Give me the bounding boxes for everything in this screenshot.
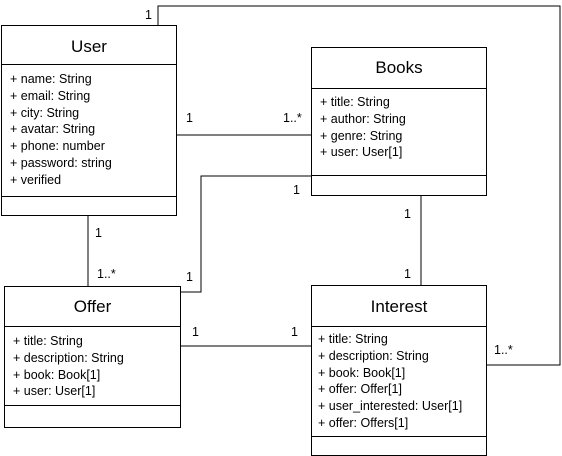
attribute: + description: String	[318, 348, 429, 363]
attribute: + title: String	[318, 332, 388, 346]
class-books-title-divider	[312, 88, 486, 89]
attribute: + avatar: String	[10, 122, 96, 137]
class-offer-attributes: + title: String + description: String + …	[13, 333, 124, 400]
class-user-title: User	[71, 37, 107, 56]
attribute: + book: Book[1]	[13, 367, 101, 382]
attribute: + description: String	[13, 350, 124, 365]
class-books-title: Books	[375, 58, 423, 77]
attribute: + phone: number	[10, 139, 105, 154]
class-offer[interactable]: Offer + title: String + description: Str…	[4, 286, 181, 428]
attribute: + genre: String	[320, 128, 403, 143]
attribute: + book: Book[1]	[318, 365, 406, 380]
attribute: + offer: Offer[1]	[318, 382, 402, 397]
class-user-attributes: + name: String + email: String + city: S…	[10, 71, 112, 189]
attribute: + user: User[1]	[320, 145, 403, 160]
attribute: + author: String	[320, 111, 406, 126]
class-interest[interactable]: Interest + title: String + description: …	[311, 285, 487, 456]
books-offer-association	[180, 175, 311, 293]
class-books-methods-divider	[312, 175, 486, 176]
multiplicity-offer-interest-right: 1	[291, 325, 298, 339]
class-user-title-divider	[2, 64, 176, 65]
class-offer-title-divider	[5, 326, 180, 327]
class-user[interactable]: User + name: String + email: String + ci…	[1, 25, 177, 216]
multiplicity-user-offer-top: 1	[95, 226, 102, 240]
attribute: + offer: Offers[1]	[318, 415, 409, 430]
multiplicity-user-books-right: 1..*	[283, 111, 302, 125]
multiplicity-books-offer-top: 1	[293, 183, 300, 197]
attribute: + user: User[1]	[13, 384, 96, 399]
class-offer-title: Offer	[73, 297, 112, 316]
multiplicity-books-interest-top: 1	[404, 207, 411, 221]
attribute: + password: string	[10, 155, 112, 170]
multiplicity-user-offer-bottom: 1..*	[97, 267, 116, 281]
attribute: + user_interested: User[1]	[318, 399, 463, 414]
multiplicity-books-offer-bottom: 1	[186, 270, 193, 284]
multiplicity-user-books-left: 1	[186, 111, 193, 125]
class-interest-title-divider	[312, 326, 486, 327]
multiplicity-books-interest-bottom: 1	[404, 267, 411, 281]
class-offer-methods-divider	[5, 405, 180, 406]
attribute: + verified	[10, 172, 62, 187]
class-books-attributes: + title: String + author: String + genre…	[320, 94, 406, 161]
class-user-methods-divider	[2, 196, 176, 197]
user-interest-association	[157, 5, 561, 366]
class-interest-title: Interest	[370, 297, 428, 316]
multiplicity-offer-interest-left: 1	[192, 325, 199, 339]
attribute: + name: String	[10, 72, 92, 86]
attribute: + city: String	[10, 105, 80, 120]
attribute: + email: String	[10, 88, 91, 103]
class-interest-methods-divider	[312, 436, 486, 437]
attribute: + title: String	[13, 334, 83, 348]
multiplicity-user-top: 1	[145, 8, 152, 22]
class-interest-attributes: + title: String + description: String + …	[318, 331, 462, 432]
class-books[interactable]: Books + title: String + author: String +…	[311, 47, 487, 196]
multiplicity-interest-user-right: 1..*	[494, 343, 513, 357]
attribute: + title: String	[320, 95, 390, 109]
